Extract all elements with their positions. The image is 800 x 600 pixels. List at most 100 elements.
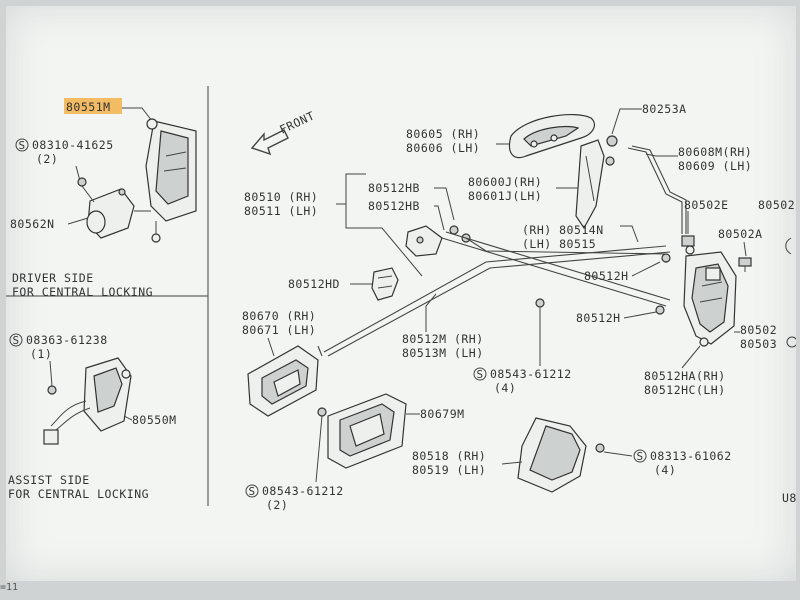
margin-mark: =11: [0, 582, 19, 593]
clip-80512h-a: [661, 253, 671, 263]
part-label-80512hc: 80512HC(LH): [644, 383, 726, 397]
part-label-80609: 80609 (LH): [678, 159, 752, 173]
leader-line: [623, 311, 657, 319]
part-qty: (2): [266, 498, 288, 512]
leader-line: [743, 241, 747, 257]
part-label-80512hb-1: 80512HB: [368, 181, 420, 195]
leader-line: [336, 173, 366, 205]
part-label-80512m: 80512M (RH): [402, 332, 484, 346]
clip-80512hd: [371, 267, 399, 301]
part-label-80512hd: 80512HD: [288, 277, 340, 291]
leader-line: [267, 337, 275, 357]
screw-symbol-icon: [473, 367, 487, 381]
part-label-80600j: 80600J(RH): [468, 175, 542, 189]
exploded-view-diagram: 80551M S 08310-41625 (2) 80562N DRIVER S…: [6, 86, 796, 512]
clip-80502e: [681, 235, 695, 247]
driver-side-subtitle: FOR CENTRAL LOCKING: [12, 285, 153, 299]
part-label-80551m: 80551M: [66, 100, 111, 114]
part-label-80515: (LH) 80515: [522, 237, 596, 251]
rod-end: [317, 345, 323, 357]
rod-80512m: [323, 245, 667, 353]
part-label-80670: 80670 (RH): [242, 309, 316, 323]
part-label-80671: 80671 (LH): [242, 323, 316, 337]
clip-80253a: [606, 135, 618, 147]
part-label-80605: 80605 (RH): [406, 127, 480, 141]
part-label-08310-41625: 08310-41625: [32, 138, 114, 152]
screw-center: [535, 298, 545, 308]
leader-line: [425, 293, 437, 332]
part-qty: (4): [494, 381, 516, 395]
part-label-80518: 80518 (RH): [412, 449, 486, 463]
part-label-80253a: 80253A: [642, 102, 687, 116]
bolt-80502a: [738, 257, 752, 272]
part-label-08363-61238: 08363-61238: [26, 333, 108, 347]
leader-line: [611, 108, 642, 135]
part-label-80512h-b: 80512H: [576, 311, 621, 325]
part-label-80502-top: 80502: [758, 198, 795, 212]
door-lock-assembly-driver: [145, 118, 197, 243]
part-label-80608m: 80608M(RH): [678, 145, 752, 159]
leader-line: [501, 461, 523, 465]
outside-handle-bracket: [575, 139, 605, 230]
leader-line: [434, 205, 445, 231]
inside-handle-screw: [315, 407, 327, 483]
part-label-08543-61212-bottom: 08543-61212: [262, 484, 344, 498]
rod-80514n: [465, 237, 667, 255]
part-label-80512hb-2: 80512HB: [368, 199, 420, 213]
rod-80512m-pair: [327, 251, 671, 357]
rod-80608m-pair: [631, 145, 687, 234]
part-label-80606: 80606 (LH): [406, 141, 480, 155]
leader-line: [631, 261, 661, 277]
part-label-80562n: 80562N: [10, 217, 55, 231]
protector-screw: [595, 443, 633, 457]
part-qty: (1): [30, 347, 52, 361]
screw-symbol-icon: [633, 449, 647, 463]
part-label-80511: 80511 (LH): [244, 204, 318, 218]
leader-line: [123, 415, 133, 421]
edge-part-fragment: [786, 336, 796, 348]
part-label-80513m: 80513M (LH): [402, 346, 484, 360]
part-label-80510: 80510 (RH): [244, 190, 318, 204]
parts-diagram-sheet: 80551M S 08310-41625 (2) 80562N DRIVER S…: [6, 6, 796, 581]
corner-code: U8: [782, 491, 796, 505]
front-arrow-icon: [250, 129, 289, 156]
leader-line: [122, 107, 153, 122]
rod-80510: [441, 237, 667, 307]
part-label-80550m: 80550M: [132, 413, 177, 427]
screw-symbol-icon: [9, 333, 23, 347]
rod-80510-pair: [445, 231, 671, 301]
driver-side-title: DRIVER SIDE: [12, 271, 94, 285]
inside-door-handle: [247, 345, 319, 417]
leader-line: [67, 217, 89, 225]
screw-symbol-icon: [245, 484, 259, 498]
clip-80253a-lower: [605, 156, 615, 166]
leader-line: [49, 360, 53, 387]
part-qty: (2): [36, 152, 58, 166]
part-qty: (4): [654, 463, 676, 477]
screw-prefix: S: [637, 450, 644, 463]
part-label-80519: 80519 (LH): [412, 463, 486, 477]
assist-side-subtitle: FOR CENTRAL LOCKING: [8, 487, 149, 501]
front-label: FRONT: [277, 108, 317, 136]
screw-prefix: S: [477, 368, 484, 381]
part-label-08313-61062: 08313-61062: [650, 449, 732, 463]
part-highlight: [64, 98, 122, 114]
inside-handle-escutcheon: [327, 393, 407, 469]
door-lock-assembly-main: [683, 245, 737, 347]
part-label-80502a: 80502A: [718, 227, 763, 241]
screw-prefix: S: [13, 334, 20, 347]
screw-prefix: S: [249, 485, 256, 498]
leader-line: [645, 153, 678, 157]
part-label-80512ha: 80512HA(RH): [644, 369, 726, 383]
part-label-80502: 80502: [740, 323, 777, 337]
edge-part-fragment: [785, 237, 792, 255]
leader-line: [434, 187, 455, 221]
leader-line: [345, 204, 423, 277]
leader-line: [681, 345, 701, 369]
part-label-80679m: 80679M: [420, 407, 465, 421]
part-label-80514n: (RH) 80514N: [522, 223, 604, 237]
lock-link-bracket: [405, 225, 471, 257]
actuator-driver: [77, 177, 151, 239]
leader-line: [620, 225, 639, 243]
part-label-80502e: 80502E: [684, 198, 729, 212]
